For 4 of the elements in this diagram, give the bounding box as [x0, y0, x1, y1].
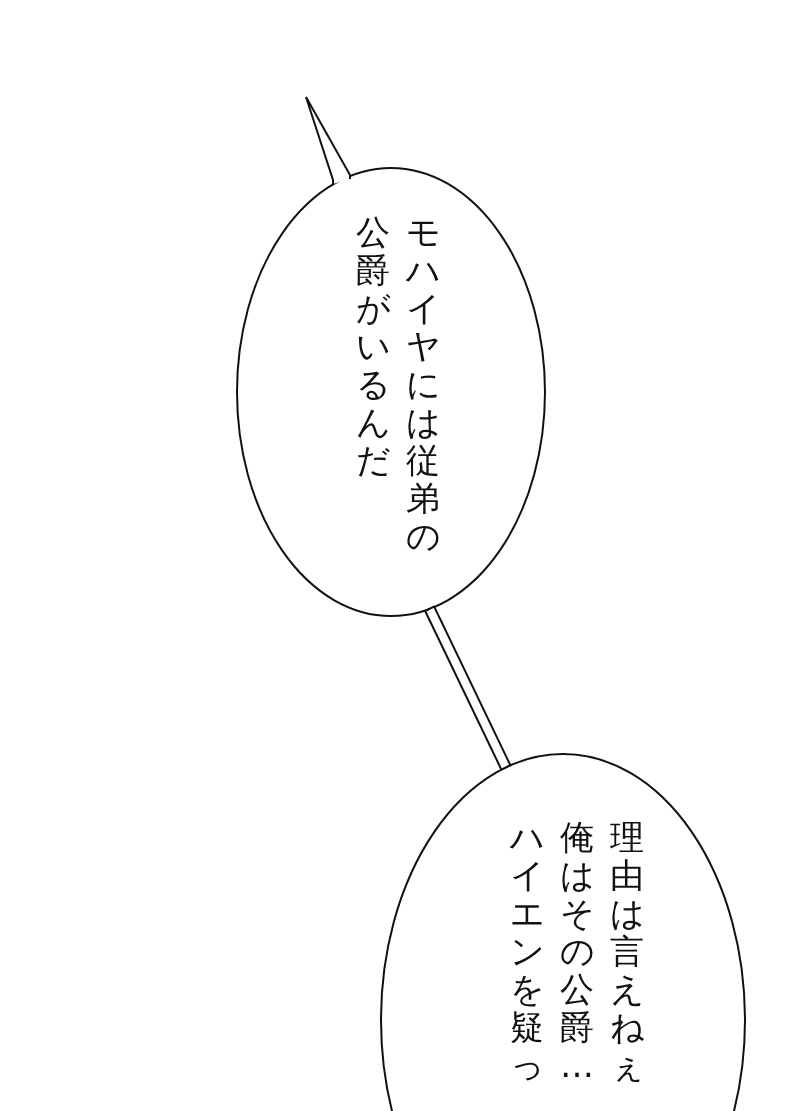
bubble-connector — [423, 605, 512, 771]
speech-bubble — [235, 95, 547, 620]
speech-text: 理由は言えねぇ俺はその公爵…ハイエンを疑っ — [508, 818, 645, 1087]
speech-text: モハイヤには従弟の公爵がいるんだ — [354, 213, 441, 558]
